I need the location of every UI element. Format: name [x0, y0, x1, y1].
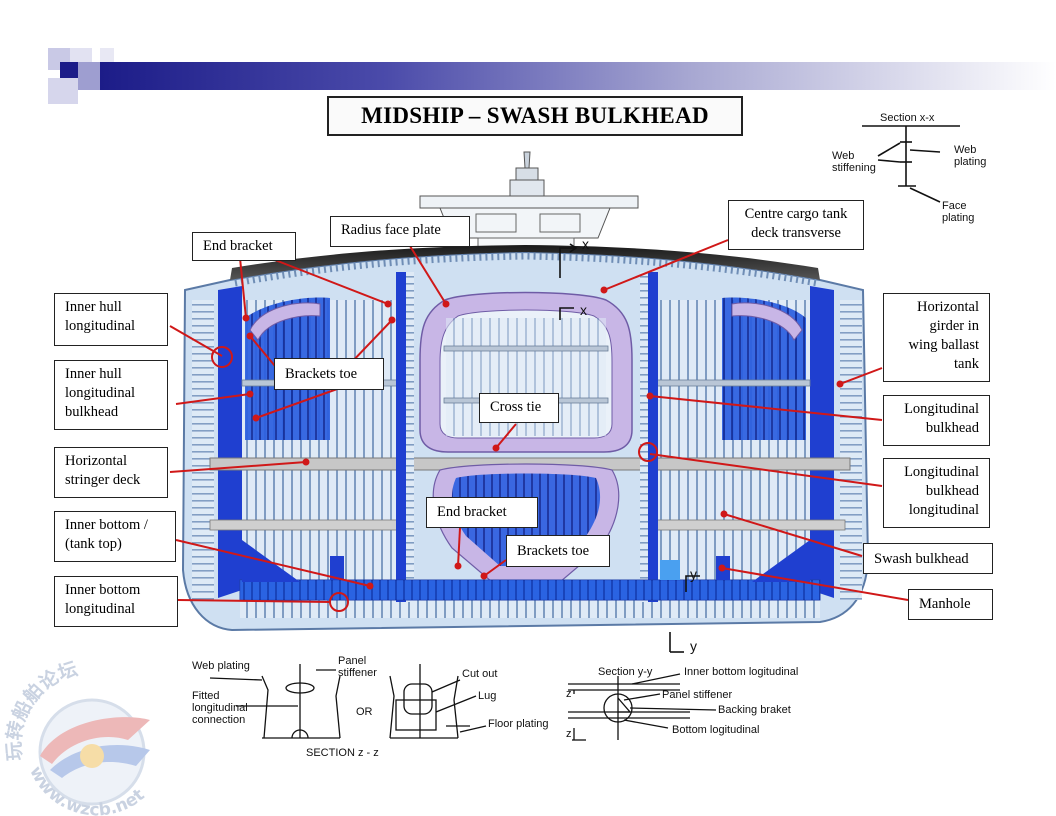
- deco-square: [100, 48, 114, 62]
- section-zz-caption: SECTION z - z: [306, 747, 379, 759]
- label-end-bracket-top: End bracket: [192, 232, 296, 261]
- section-yy-backing-bracket: Backing braket: [718, 704, 791, 716]
- leader-endpoints: [242, 286, 844, 590]
- axis-x-lower: x: [580, 302, 587, 318]
- label-cross-tie: Cross tie: [479, 393, 559, 423]
- section-zz-floor-plating: Floor plating: [488, 718, 549, 730]
- label-brackets-toe-mid: Brackets toe: [506, 535, 610, 567]
- section-zz-detail: [209, 664, 487, 739]
- section-xx-title: Section x-x: [880, 112, 935, 124]
- section-zz-or: OR: [356, 706, 373, 718]
- slide-title: MIDSHIP – SWASH BULKHEAD: [327, 96, 743, 136]
- watermark-logo: 玩转船舶论坛 www.wzcb.net: [2, 660, 150, 816]
- header-banner: [100, 62, 1056, 90]
- label-brackets-toe-left: Brackets toe: [274, 358, 384, 390]
- deco-square: [48, 78, 78, 104]
- label-inner-bottom-tank-top: Inner bottom / (tank top): [54, 511, 176, 562]
- label-longitudinal-bulkhead-longitudinal: Longitudinal bulkhead longitudinal: [883, 458, 990, 528]
- highlight-circles: [211, 346, 658, 612]
- label-centre-cargo-tank: Centre cargo tank deck transverse: [728, 200, 864, 250]
- label-swash-bulkhead: Swash bulkhead: [863, 543, 993, 574]
- label-longitudinal-bulkhead: Longitudinal bulkhead: [883, 395, 990, 446]
- section-xx-face-plating: Face plating: [942, 200, 975, 224]
- label-radius-face-plate: Radius face plate: [330, 216, 470, 247]
- label-manhole: Manhole: [908, 589, 993, 620]
- section-yy-z-bottom: z: [566, 728, 572, 740]
- label-inner-hull-longitudinal: Inner hull longitudinal: [54, 293, 168, 346]
- axis-y-upper: y: [690, 566, 697, 582]
- deco-square: [78, 62, 100, 90]
- section-yy-detail: [568, 673, 717, 741]
- deck-superstructure: [419, 151, 639, 253]
- label-end-bracket-mid: End bracket: [426, 497, 538, 528]
- leader-lines: [169, 239, 909, 603]
- section-xx-detail: [862, 125, 960, 203]
- section-yy-bottom-long: Bottom logitudinal: [672, 724, 760, 736]
- axis-y-lower: y: [690, 638, 697, 654]
- section-yy-inner-bottom-long: Inner bottom logitudinal: [684, 666, 799, 678]
- deco-square: [70, 48, 92, 62]
- section-yy-panel-stiffener: Panel stiffener: [662, 689, 733, 701]
- axis-markers: [559, 243, 700, 653]
- label-inner-hull-longitudinal-bulkhead: Inner hull longitudinal bulkhead: [54, 360, 168, 430]
- section-zz-panel-stiffener: Panel stiffener: [338, 655, 377, 679]
- hull-section: [181, 245, 870, 632]
- label-inner-bottom-longitudinal: Inner bottom longitudinal: [54, 576, 178, 627]
- section-yy-z-top: z: [566, 688, 572, 700]
- section-zz-web-plating: Web plating: [192, 660, 250, 672]
- section-xx-web-stiffening: Web stiffening: [832, 150, 876, 174]
- label-horizontal-girder: Horizontal girder in wing ballast tank: [883, 293, 990, 382]
- section-xx-web-plating: Web plating: [954, 144, 987, 168]
- deco-square: [60, 62, 78, 78]
- axis-x-upper: x: [582, 236, 589, 252]
- label-horizontal-stringer-deck: Horizontal stringer deck: [54, 447, 168, 498]
- section-zz-lug: Lug: [478, 690, 497, 702]
- section-zz-fitted-connection: Fitted longitudinal connection: [192, 690, 248, 726]
- section-yy-title: Section y-y: [598, 666, 653, 678]
- section-zz-cut-out: Cut out: [462, 668, 498, 680]
